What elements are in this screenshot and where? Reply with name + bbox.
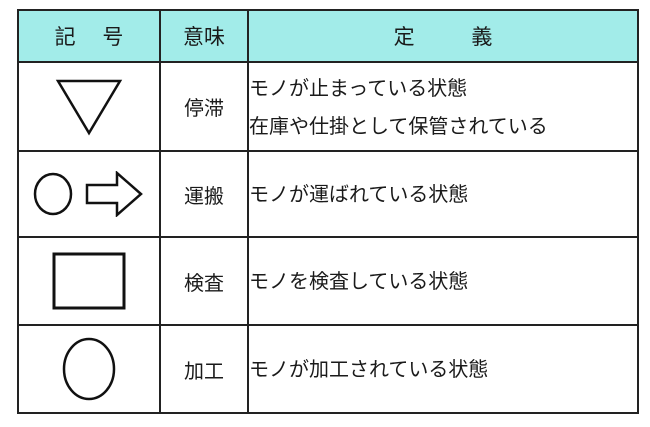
header-definition: 定 義 <box>247 9 639 63</box>
meaning-cell: 検査 <box>159 236 249 326</box>
definition-line: モノを検査している状態 <box>249 269 469 293</box>
table-row-stagnation: 停滞 モノが止まっている状態 在庫や仕掛として保管されている <box>17 61 639 152</box>
definition-cell: モノが運ばれている状態 <box>247 150 639 238</box>
table-row-inspection: 検査 モノを検査している状態 <box>17 236 639 326</box>
header-meaning: 意味 <box>159 9 249 63</box>
definition-line: 在庫や仕掛として保管されている <box>249 113 548 138</box>
definition-line: モノが運ばれている状態 <box>249 182 469 206</box>
definition-cell: モノが加工されている状態 <box>247 324 639 414</box>
circle-icon <box>62 337 116 401</box>
table-row-transport: 運搬 モノが運ばれている状態 <box>17 150 639 238</box>
inverted-triangle-icon <box>55 79 123 135</box>
symbol-cell <box>17 150 161 238</box>
circle-and-arrow-icon <box>33 171 143 217</box>
definition-line: モノが加工されている状態 <box>249 357 489 381</box>
symbol-cell <box>17 61 161 152</box>
definition-cell: モノが止まっている状態 在庫や仕掛として保管されている <box>247 61 639 152</box>
process-symbol-table: 記 号 意味 定 義 停滞 モノが止まっている状態 在庫や仕掛として保管されてい… <box>17 9 639 414</box>
definition-line: モノが止まっている状態 <box>249 75 468 100</box>
header-symbol: 記 号 <box>17 9 161 63</box>
meaning-cell: 運搬 <box>159 150 249 238</box>
meaning-cell: 加工 <box>159 324 249 414</box>
rectangle-icon <box>52 252 126 310</box>
meaning-cell: 停滞 <box>159 61 249 152</box>
definition-cell: モノを検査している状態 <box>247 236 639 326</box>
table-row-processing: 加工 モノが加工されている状態 <box>17 324 639 414</box>
symbol-cell <box>17 236 161 326</box>
header-row: 記 号 意味 定 義 <box>17 9 639 63</box>
symbol-cell <box>17 324 161 414</box>
